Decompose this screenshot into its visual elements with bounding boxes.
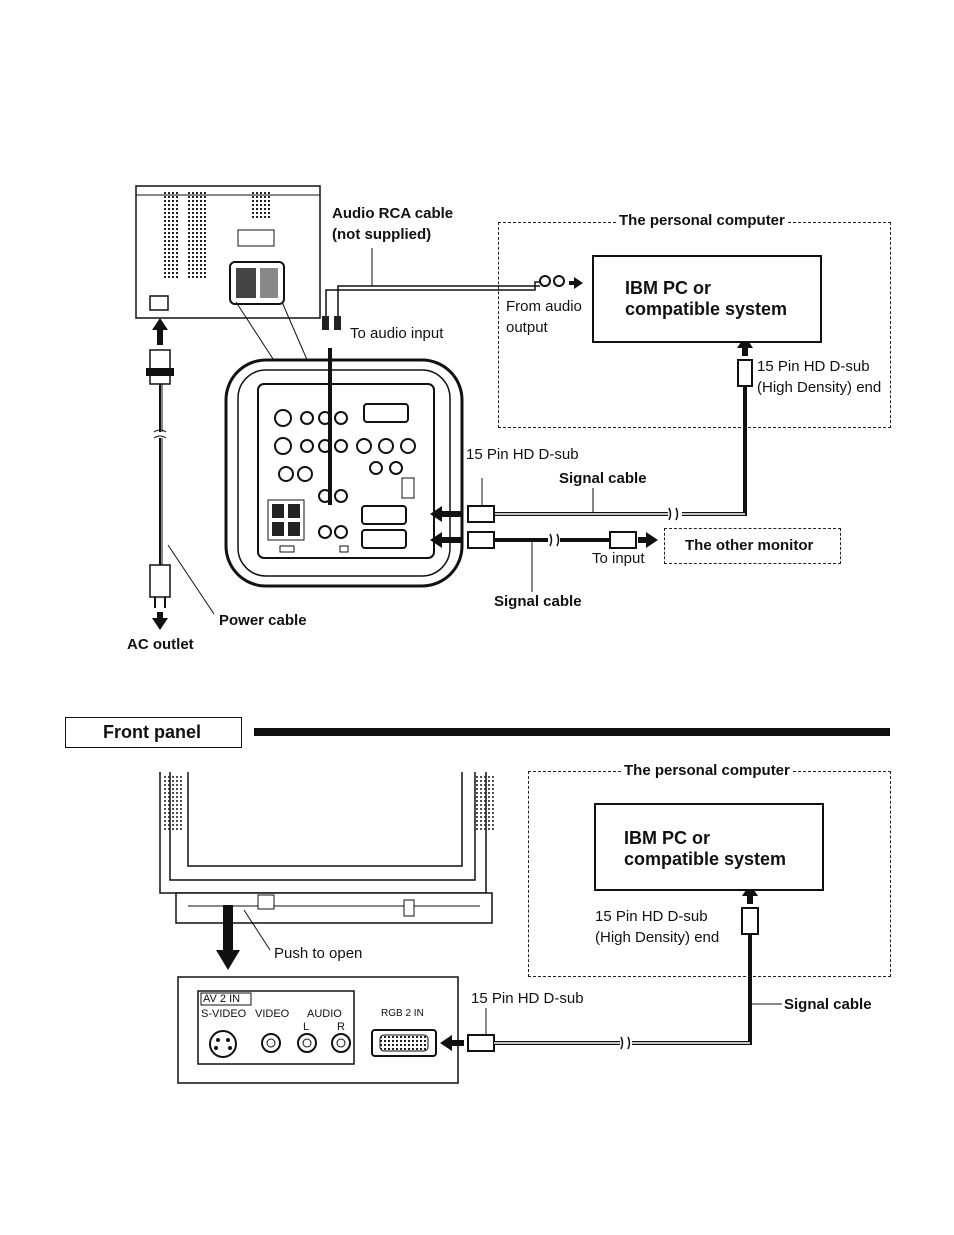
pc-box-rear-line2: compatible system (625, 299, 788, 319)
pc-box-front-line1: IBM PC or (624, 828, 711, 848)
pc-connector-front-line1: 15 Pin HD D-sub (595, 908, 708, 925)
front-connector-panel (177, 976, 459, 1084)
signal-cable-upper-label: Signal cable (559, 470, 647, 487)
pc-group-title-front: The personal computer (621, 761, 793, 781)
rear-panel-zoom (224, 301, 464, 588)
tv-connector-rear-label: 15 Pin HD D-sub (466, 446, 579, 463)
to-audio-input-label: To audio input (350, 325, 444, 342)
audio-l-label: L (303, 1021, 310, 1033)
to-input-label: To input (592, 550, 645, 567)
tv-connector-front-label: 15 Pin HD D-sub (471, 990, 584, 1007)
pc-connector-rear-line2: (High Density) end (757, 379, 882, 396)
power-cable-label: Power cable (219, 612, 307, 629)
front-panel-heading: Front panel (65, 717, 242, 748)
pc-group-title-rear: The personal computer (616, 211, 788, 231)
front-signal-cable (440, 884, 782, 1052)
pc-box-rear-line1: IBM PC or (625, 278, 712, 298)
section-rule (254, 728, 890, 736)
audio-cable-note: (not supplied) (332, 226, 432, 243)
video-label: VIDEO (255, 1008, 290, 1020)
audio-cable-label: Audio RCA cable (332, 205, 454, 222)
push-to-open-label: Push to open (274, 945, 363, 962)
audio-r-label: R (337, 1021, 345, 1033)
signal-cable-lower-label: Signal cable (494, 593, 582, 610)
other-monitor-box: The other monitor (664, 528, 841, 564)
from-audio-line1: From audio (506, 298, 582, 315)
pc-box-front-line2: compatible system (624, 849, 787, 869)
s-video-label: S-VIDEO (201, 1008, 247, 1020)
av-in-label: AV 2 IN (203, 993, 241, 1005)
ac-outlet-label: AC outlet (127, 636, 194, 653)
from-audio-line2: output (506, 319, 548, 336)
audio-label: AUDIO (307, 1008, 342, 1020)
tv-front-illustration (159, 772, 494, 970)
pc-connector-front-line2: (High Density) end (595, 929, 720, 946)
pc-connector-rear-line1: 15 Pin HD D-sub (757, 358, 870, 375)
rgb-in-label: RGB 2 IN (381, 1008, 424, 1019)
pc-box-front: IBM PC or compatible system (594, 803, 824, 891)
rear-signal-cables (430, 336, 753, 592)
audio-rca-cable (322, 248, 583, 505)
tv-rear-illustration (135, 185, 321, 319)
other-monitor-label: The other monitor (685, 537, 814, 554)
pc-box-rear: IBM PC or compatible system (592, 255, 822, 343)
power-cable (146, 318, 215, 630)
front-panel-title: Front panel (103, 722, 201, 742)
signal-cable-front-label: Signal cable (784, 996, 872, 1013)
